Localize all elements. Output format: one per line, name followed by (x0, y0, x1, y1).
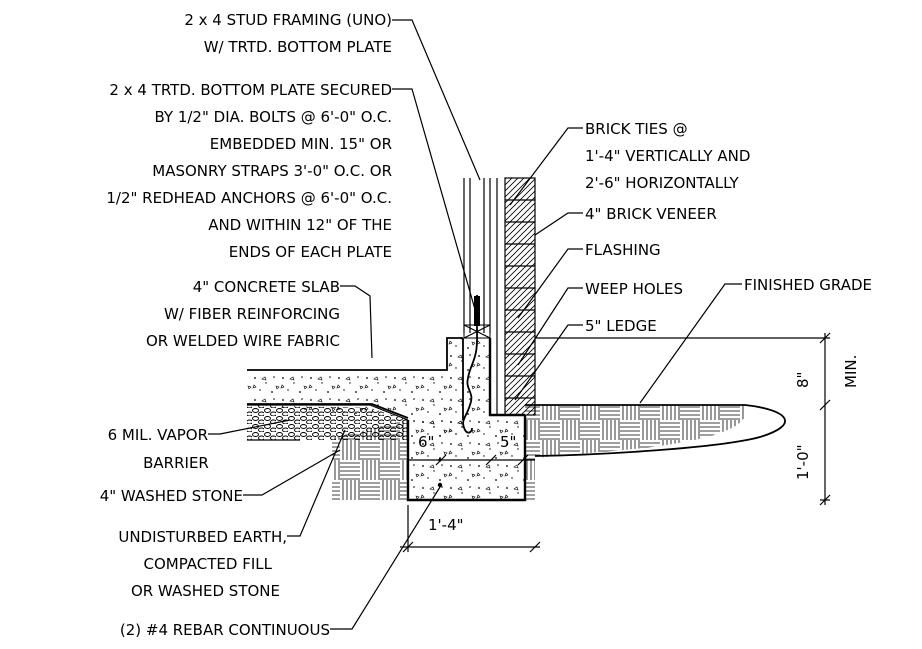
earth-line-2: COMPACTED FILL (143, 555, 272, 573)
callout-washed-stone: 4" WASHED STONE (100, 487, 243, 505)
bottom-plate-line-4: MASONRY STRAPS 3'-0" O.C. OR (152, 162, 392, 180)
slab-line-1: 4" CONCRETE SLAB (193, 278, 340, 296)
flashing-line-1: FLASHING (585, 241, 661, 259)
earth-line-1: UNDISTURBED EARTH, (118, 528, 287, 546)
bottom-plate-line-6: AND WITHIN 12" OF THE (208, 216, 392, 234)
callout-bottom-plate: 2 x 4 TRTD. BOTTOM PLATE SECURED BY 1/2"… (106, 81, 392, 261)
earth-line-3: OR WASHED STONE (131, 582, 280, 600)
dimension-lines (400, 332, 831, 553)
washed-stone-line-1: 4" WASHED STONE (100, 487, 243, 505)
dim-below-grade: 1'-0" (794, 444, 812, 480)
callout-finished-grade: FINISHED GRADE (744, 276, 872, 294)
leader-lines (208, 19, 742, 630)
finished-grade-line-1: FINISHED GRADE (744, 276, 872, 294)
callout-brick-ties: BRICK TIES @ 1'-4" VERTICALLY AND 2'-6" … (585, 120, 750, 192)
bottom-plate-line-7: ENDS OF EACH PLATE (229, 243, 392, 261)
dim-min: MIN. (842, 355, 860, 388)
bottom-plate-line-5: 1/2" REDHEAD ANCHORS @ 6'-0" O.C. (106, 189, 392, 207)
brick-veneer (496, 177, 536, 416)
callout-flashing: FLASHING (585, 241, 661, 259)
stud-wall (463, 178, 491, 339)
washed-stone-layer (247, 404, 409, 441)
dim-footing-left: 6" (418, 433, 434, 451)
bottom-plate-line-1: 2 x 4 TRTD. BOTTOM PLATE SECURED (109, 81, 392, 99)
stud-framing-line-2: W/ TRTD. BOTTOM PLATE (204, 38, 392, 56)
callout-brick-veneer: 4" BRICK VENEER (585, 205, 717, 223)
brick-ties-line-2: 1'-4" VERTICALLY AND (585, 147, 750, 165)
dim-above-grade: 8" (794, 372, 812, 388)
brick-veneer-line-1: 4" BRICK VENEER (585, 205, 717, 223)
vapor-line-1: 6 MIL. VAPOR (108, 426, 208, 444)
vapor-line-2: BARRIER (143, 454, 209, 472)
bolt-head (474, 296, 480, 326)
rebar-dot-1 (437, 482, 443, 488)
concrete-slab (247, 337, 463, 440)
slab-line-2: W/ FIBER REINFORCING (164, 305, 340, 323)
callout-rebar: (2) #4 REBAR CONTINUOUS (120, 621, 330, 639)
brick-ties-line-3: 2'-6" HORIZONTALLY (585, 174, 740, 192)
callout-weep-holes: WEEP HOLES (585, 280, 683, 298)
callout-undisturbed-earth: UNDISTURBED EARTH, COMPACTED FILL OR WAS… (118, 528, 287, 600)
callout-concrete-slab: 4" CONCRETE SLAB W/ FIBER REINFORCING OR… (146, 278, 340, 350)
dim-footing-width: 1'-4" (428, 516, 464, 534)
callout-stud-framing: 2 x 4 STUD FRAMING (UNO) W/ TRTD. BOTTOM… (184, 11, 392, 56)
callout-ledge: 5" LEDGE (585, 317, 657, 335)
stud-framing-line-1: 2 x 4 STUD FRAMING (UNO) (184, 11, 392, 29)
rebar-line-1: (2) #4 REBAR CONTINUOUS (120, 621, 330, 639)
callout-vapor-barrier: 6 MIL. VAPOR BARRIER (108, 426, 209, 472)
dim-footing-right: 5" (500, 433, 516, 451)
brick-ties-line-1: BRICK TIES @ (585, 120, 688, 138)
vapor-barrier-line (247, 403, 409, 419)
bottom-plate-line-3: EMBEDDED MIN. 15" OR (210, 135, 392, 153)
anchor-bolt (462, 295, 478, 434)
weep-holes-line-1: WEEP HOLES (585, 280, 683, 298)
slab-line-3: OR WELDED WIRE FABRIC (146, 332, 340, 350)
ledge-line-1: 5" LEDGE (585, 317, 657, 335)
bottom-plate-line-2: BY 1/2" DIA. BOLTS @ 6'-0" O.C. (154, 108, 392, 126)
